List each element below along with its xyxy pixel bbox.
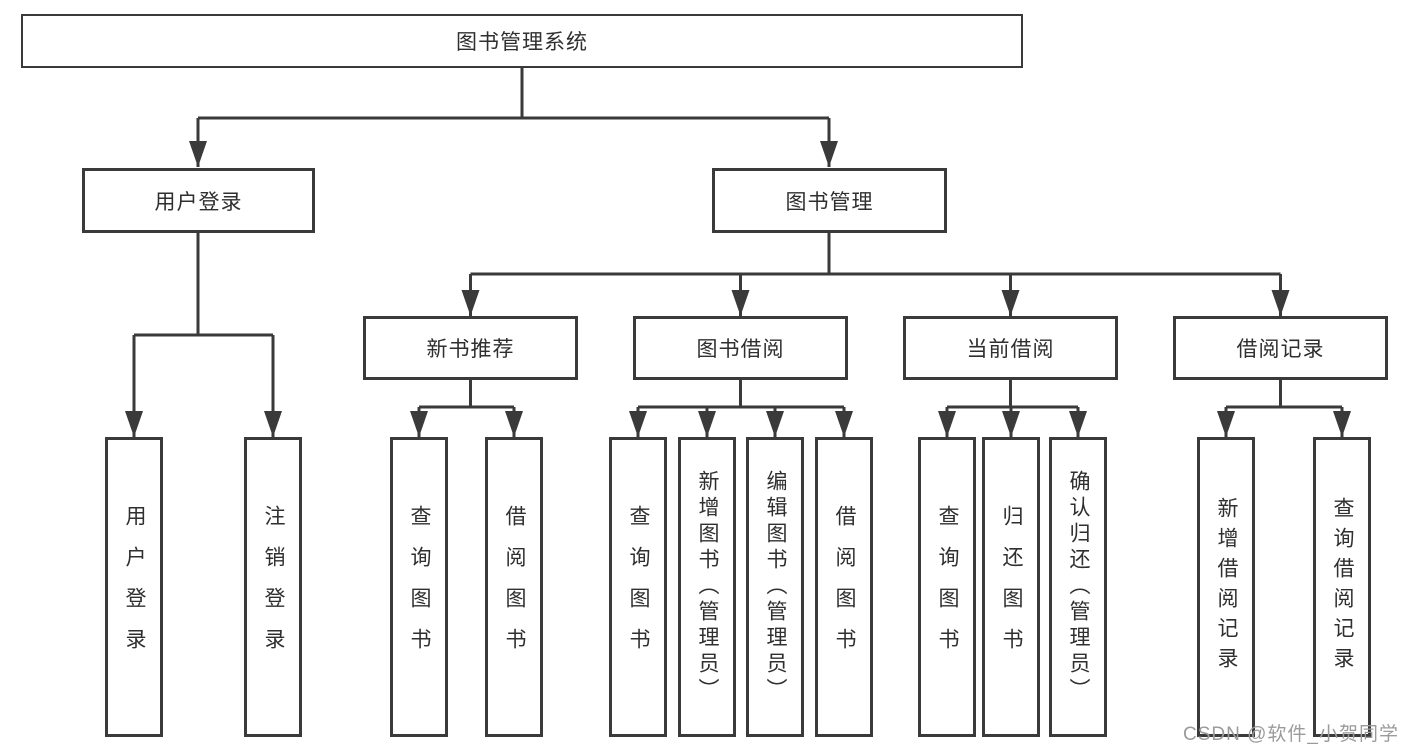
leaf-query-borrow-record: 查询借阅记录 [1313, 437, 1371, 737]
leaf-logout: 注销登录 [244, 437, 302, 737]
node-book-management: 图书管理 [712, 168, 947, 233]
leaf-query-book-recommend: 查询图书 [390, 437, 448, 737]
node-current-borrow: 当前借阅 [903, 316, 1118, 380]
leaf-query-book-borrow: 查询图书 [609, 437, 667, 737]
trunk-new-book-recommend [419, 380, 514, 409]
node-book-borrow: 图书借阅 [633, 316, 848, 380]
trunk-borrow-record [1226, 380, 1342, 409]
trunk-book-borrow [638, 380, 844, 409]
node-user-login: 用户登录 [82, 168, 315, 233]
trunk-book-management [470, 232, 1281, 276]
leaf-add-book-admin: 新增图书（管理员） [678, 437, 736, 737]
trunk-root [198, 68, 829, 120]
trunk-current-borrow [947, 380, 1078, 409]
leaf-borrow-book: 借阅图书 [815, 437, 873, 737]
leaf-return-book: 归还图书 [982, 437, 1040, 737]
trunk-user-login [134, 233, 273, 337]
leaf-borrow-book-recommend: 借阅图书 [485, 437, 543, 737]
leaf-confirm-return-admin: 确认归还（管理员） [1049, 437, 1107, 737]
leaf-query-book-current: 查询图书 [918, 437, 976, 737]
node-new-book-recommend: 新书推荐 [363, 316, 578, 380]
node-root-system: 图书管理系统 [21, 14, 1023, 68]
leaf-add-borrow-record: 新增借阅记录 [1197, 437, 1255, 737]
leaf-edit-book-admin: 编辑图书（管理员） [746, 437, 804, 737]
node-borrow-record: 借阅记录 [1173, 316, 1388, 380]
csdn-watermark: CSDN @软件_小贺同学 [1183, 724, 1399, 745]
leaf-user-login: 用户登录 [105, 437, 163, 737]
